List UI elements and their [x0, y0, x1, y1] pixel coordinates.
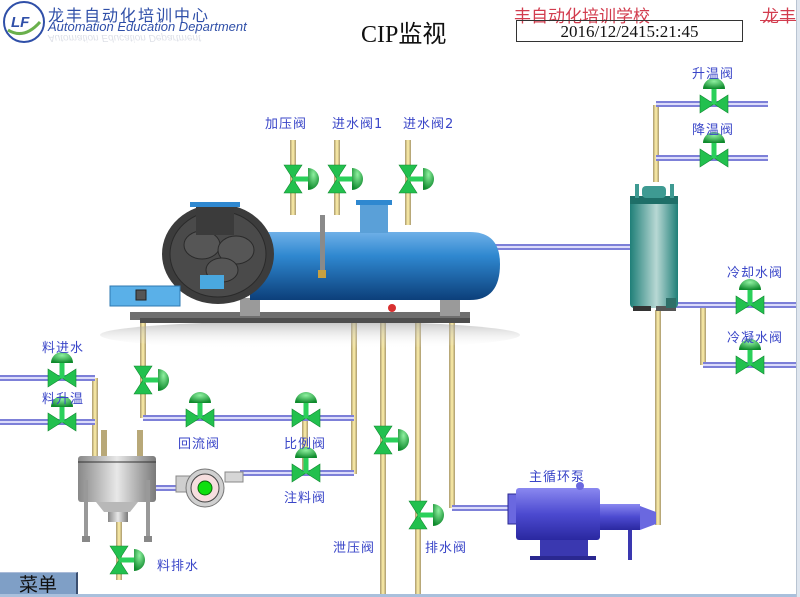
label-injection-valve: 注料阀	[284, 491, 327, 506]
label-heat-up-valve: 升温阀	[692, 67, 735, 82]
boiler-tank[interactable]	[100, 200, 520, 349]
marquee-text: 丰自动化培训学校	[514, 7, 650, 27]
label-pressurize-valve: 加压阀	[265, 117, 308, 132]
label-material-water-in: 料进水	[42, 341, 85, 356]
menu-button[interactable]: 菜单	[0, 572, 78, 596]
marquee-text-2: 龙丰	[762, 7, 796, 27]
label-cooling-water-valve: 冷却水阀	[727, 266, 784, 281]
label-return-flow-valve: 回流阀	[178, 437, 221, 452]
marquee-underline-2	[760, 20, 796, 21]
valve-return-flow[interactable]	[185, 391, 215, 428]
label-water-in-valve-2: 进水阀2	[403, 117, 455, 132]
valve-pressurize[interactable]	[283, 164, 320, 194]
valve-material-water-in[interactable]	[47, 351, 77, 388]
label-drain-valve: 排水阀	[425, 541, 468, 556]
label-pressure-relief-valve: 泄压阀	[333, 541, 376, 556]
org-name-en: Automation Education Department	[48, 19, 247, 34]
valve-heat-up[interactable]	[699, 77, 729, 114]
valve-injection[interactable]	[291, 446, 321, 483]
org-name-cn: 龙丰自动化培训中心	[48, 6, 211, 25]
material-tank[interactable]	[78, 456, 156, 542]
logo-badge-text: LF	[11, 14, 30, 31]
label-cool-down-valve: 降温阀	[692, 123, 735, 138]
logo-badge-icon: LF	[3, 1, 45, 43]
valve-water-in-1[interactable]	[327, 164, 364, 194]
valve-material-drain[interactable]	[109, 545, 146, 575]
label-material-heat: 料升温	[42, 392, 85, 407]
valve-pressure-relief[interactable]	[373, 425, 410, 455]
label-proportional-valve: 比例阀	[284, 437, 327, 452]
label-water-in-valve-1: 进水阀1	[332, 117, 384, 132]
valve-drain[interactable]	[408, 500, 445, 530]
label-condensate-valve: 冷凝水阀	[727, 331, 784, 346]
feed-pump[interactable]	[175, 468, 244, 508]
valve-cooling-water[interactable]	[735, 278, 765, 315]
heat-exchanger[interactable]	[630, 184, 678, 311]
steam-pipes	[92, 105, 706, 597]
datetime-display: 2016/12/2415:21:45	[516, 20, 743, 42]
bottom-bar	[0, 594, 800, 597]
valve-boiler-outlet[interactable]	[133, 365, 170, 395]
page-title: CIP监视	[361, 22, 447, 48]
main-circulation-pump[interactable]	[507, 482, 656, 560]
valve-water-in-2[interactable]	[398, 164, 435, 194]
label-main-pump: 主循环泵	[529, 470, 586, 485]
window-right-edge	[796, 0, 800, 597]
label-material-drain: 料排水	[157, 559, 200, 574]
